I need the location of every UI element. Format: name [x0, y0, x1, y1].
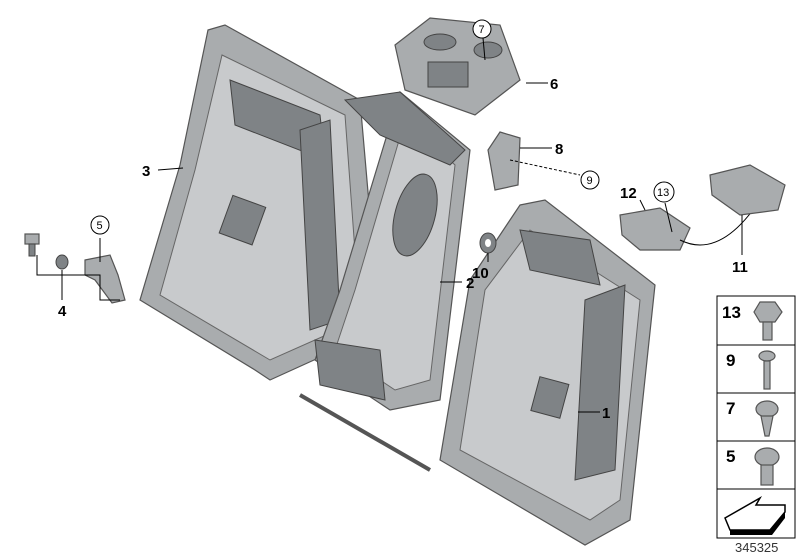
diagram-reference-number: 345325 — [735, 540, 779, 555]
part-3-backrest-frame-left[interactable] — [139, 24, 381, 381]
hex-flange-bolt-icon — [753, 301, 783, 341]
callout-5-circle — [90, 215, 110, 235]
part-10-washer[interactable] — [479, 232, 497, 254]
torx-bolt-icon — [754, 447, 780, 486]
part-2-center-frame[interactable] — [299, 90, 471, 472]
part-6-armrest-cover[interactable] — [394, 17, 521, 116]
leader-lines — [36, 37, 743, 413]
callout-1: 1 — [602, 405, 610, 422]
fastener-legend-panel: 13 9 7 5 — [716, 295, 796, 539]
callout-11: 11 — [732, 259, 748, 276]
callout-6: 6 — [550, 76, 558, 93]
callout-2: 2 — [466, 275, 474, 292]
legend-label-5: 5 — [726, 447, 735, 466]
callout-12: 12 — [620, 185, 637, 202]
callout-9: 9 — [587, 175, 593, 187]
legend-label-9: 9 — [726, 351, 735, 370]
arrow-left-down-icon — [724, 495, 786, 535]
callout-9-circle — [580, 170, 600, 190]
callout-5: 5 — [97, 220, 103, 232]
callout-4: 4 — [58, 303, 67, 320]
callout-13: 13 — [657, 187, 669, 199]
legend-label-7: 7 — [726, 399, 735, 418]
callout-7: 7 — [479, 24, 485, 36]
callout-10: 10 — [472, 265, 489, 282]
legend-label-13: 13 — [722, 303, 741, 322]
part-1-backrest-frame-right[interactable] — [439, 199, 656, 546]
callout-8: 8 — [555, 141, 563, 158]
callout-7-circle — [472, 19, 492, 39]
pan-head-screw-icon — [758, 350, 776, 390]
callout-13-circle — [653, 181, 675, 203]
torx-screw-icon — [755, 400, 779, 437]
part-8-bracket[interactable] — [487, 131, 521, 191]
callout-3: 3 — [142, 163, 150, 180]
part-4-bolt-set[interactable] — [24, 233, 126, 304]
part-11-release-handle[interactable] — [709, 164, 786, 216]
